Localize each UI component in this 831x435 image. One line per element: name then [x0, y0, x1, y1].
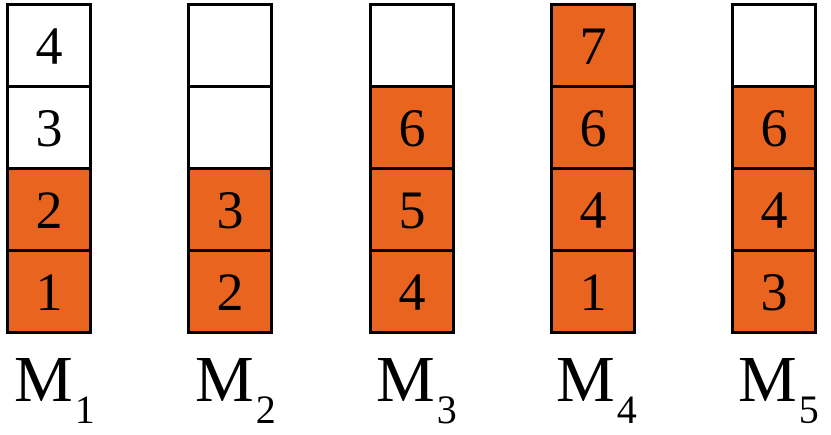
stack-cell: 4 [550, 167, 636, 252]
machine-letter: M [376, 343, 435, 416]
stack-cell: 4 [6, 3, 92, 88]
stack-cell: 3 [187, 167, 273, 252]
machine-index: 1 [74, 387, 95, 432]
stack-cell: 5 [369, 167, 455, 252]
stack-m4: 7 6 4 1 [550, 3, 636, 334]
stack-cell [369, 3, 455, 88]
machine-letter: M [556, 343, 615, 416]
stack-m3: 6 5 4 [369, 3, 455, 334]
stack-cell: 1 [6, 249, 92, 334]
machine-label-m4: M4 [556, 347, 637, 430]
stack-cell: 3 [6, 85, 92, 170]
stack-cell: 1 [550, 249, 636, 334]
machine-index: 4 [616, 387, 637, 432]
machine-label-m1: M1 [14, 347, 95, 430]
stack-cell: 2 [6, 167, 92, 252]
stack-cell [187, 3, 273, 88]
stack-m5: 6 4 3 [731, 3, 817, 334]
machine-label-m2: M2 [195, 347, 276, 430]
machine-index: 3 [436, 387, 457, 432]
stack-m1: 4 3 2 1 [6, 3, 92, 334]
stack-cell: 4 [369, 249, 455, 334]
machine-index: 2 [255, 387, 276, 432]
machine-label-m5: M5 [738, 347, 819, 430]
machine-letter: M [195, 343, 254, 416]
stack-cell: 6 [731, 85, 817, 170]
stack-m2: 3 2 [187, 3, 273, 334]
stack-cell [187, 85, 273, 170]
machine-letter: M [738, 343, 797, 416]
stack-cell: 4 [731, 167, 817, 252]
stack-cell [731, 3, 817, 88]
machine-label-m3: M3 [376, 347, 457, 430]
stack-cell: 3 [731, 249, 817, 334]
stack-cell: 7 [550, 3, 636, 88]
stack-cell: 2 [187, 249, 273, 334]
machine-letter: M [14, 343, 73, 416]
stack-cell: 6 [550, 85, 636, 170]
stack-cell: 6 [369, 85, 455, 170]
machine-index: 5 [798, 387, 819, 432]
